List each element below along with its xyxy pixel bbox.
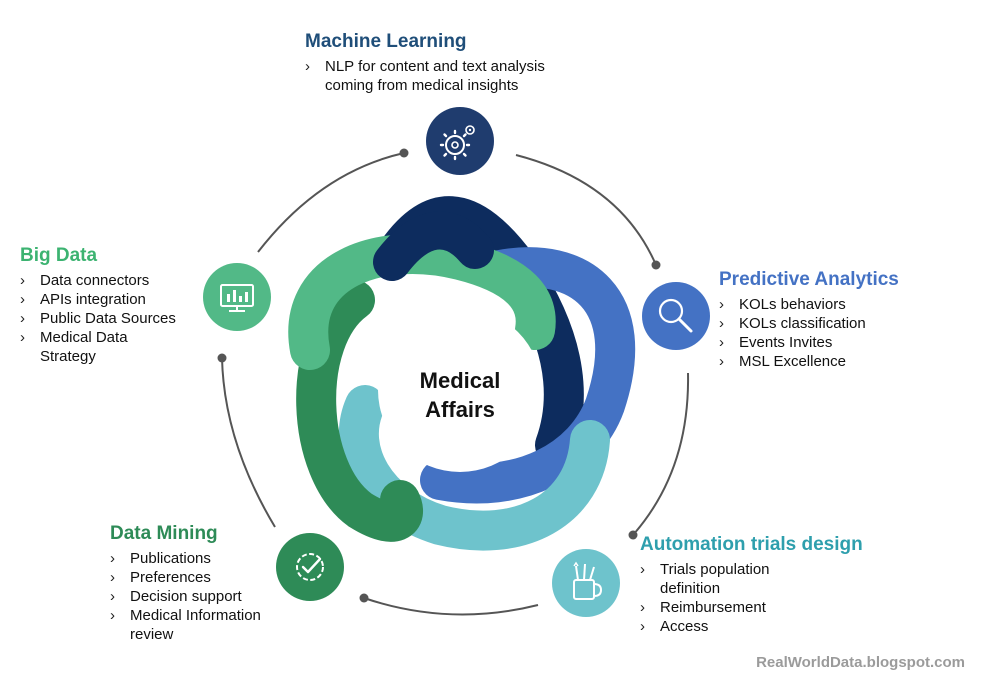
node-items: Data connectors APIs integration Public …	[20, 271, 195, 366]
node-big-data: Big Data Data connectors APIs integratio…	[20, 245, 200, 366]
ribbon-blue	[420, 247, 636, 504]
list-item: Medical Data Strategy	[20, 328, 160, 366]
connector-dot	[399, 148, 409, 158]
ribbon-center-fill	[378, 308, 542, 472]
list-item: Reimbursement	[640, 598, 800, 617]
gears-icon	[426, 107, 494, 175]
node-data-mining: Data Mining Publications Preferences Dec…	[110, 523, 310, 644]
list-item: NLP for content and text analysis coming…	[305, 57, 580, 95]
arc-predictive-automation	[632, 372, 690, 536]
list-item: APIs integration	[20, 290, 195, 309]
list-item: KOLs classification	[719, 314, 959, 333]
list-item: Public Data Sources	[20, 309, 195, 328]
node-automation-trials-design: Automation trials design Trials populati…	[640, 534, 900, 636]
connector-dot	[359, 593, 369, 603]
list-item: Decision support	[110, 587, 295, 606]
list-item: Trials population definition	[640, 560, 800, 598]
arc-automation-datamining	[363, 597, 539, 616]
node-machine-learning: Machine Learning NLP for content and tex…	[305, 31, 580, 95]
node-title: Automation trials design	[640, 534, 863, 555]
ribbon-teal	[338, 385, 610, 551]
arc-bigdata-ml	[257, 152, 405, 253]
list-item: Preferences	[110, 568, 295, 587]
ribbon-navy-overlap	[373, 211, 494, 281]
node-items: NLP for content and text analysis coming…	[305, 57, 580, 95]
node-title: Big Data	[20, 245, 98, 266]
connector-dot	[217, 353, 227, 363]
connector-dot	[628, 530, 638, 540]
pencil-cup-icon	[552, 549, 620, 617]
monitor-chart-icon	[203, 263, 271, 331]
connector-dot	[651, 260, 661, 270]
connector-dots	[217, 148, 661, 603]
node-title: Data Mining	[110, 523, 218, 544]
connector-arcs	[221, 152, 690, 616]
ribbon-green	[288, 234, 556, 370]
list-item: Data connectors	[20, 271, 195, 290]
center-label: Medical Affairs	[380, 366, 540, 424]
list-item: Medical Information review	[110, 606, 295, 644]
node-items: Trials population definition Reimburseme…	[640, 560, 800, 636]
center-label-line1: Medical	[419, 368, 501, 393]
center-label-line2: Affairs	[425, 397, 495, 422]
list-item: Publications	[110, 549, 295, 568]
node-items: Publications Preferences Decision suppor…	[110, 549, 295, 644]
magnifier-icon	[642, 282, 710, 350]
arc-ml-predictive	[515, 154, 657, 266]
list-item: Events Invites	[719, 333, 959, 352]
ribbon-knot	[288, 196, 636, 551]
list-item: MSL Excellence	[719, 352, 959, 371]
list-item: KOLs behaviors	[719, 295, 959, 314]
node-title: Machine Learning	[305, 31, 467, 52]
list-item: Access	[640, 617, 800, 636]
node-items: KOLs behaviors KOLs classification Event…	[719, 295, 959, 371]
arc-datamining-bigdata	[221, 357, 276, 528]
node-title: Predictive Analytics	[719, 269, 899, 290]
node-predictive-analytics: Predictive Analytics KOLs behaviors KOLs…	[719, 269, 959, 371]
watermark: RealWorldData.blogspot.com	[756, 654, 965, 671]
